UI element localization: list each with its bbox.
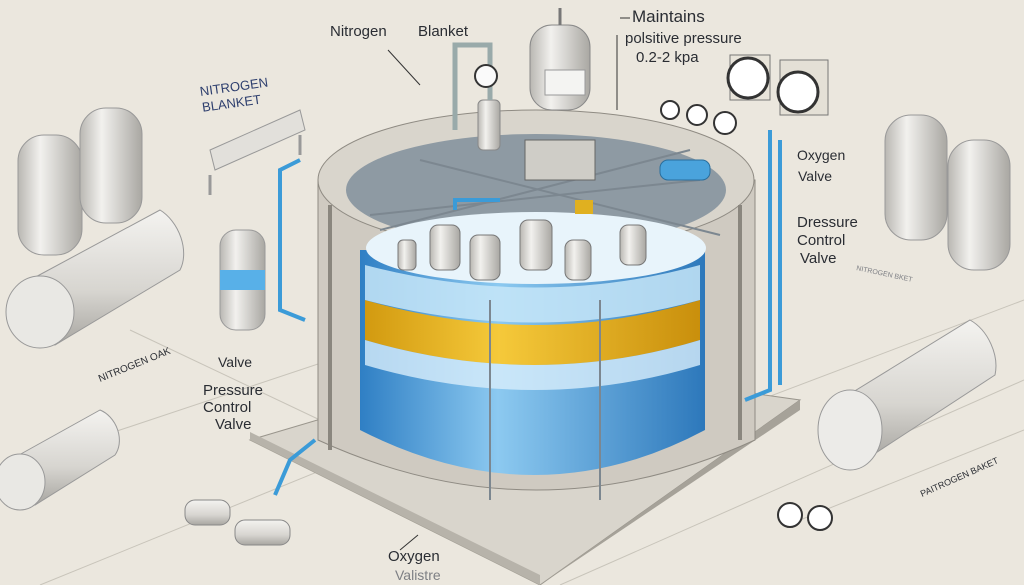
label-left-pcv-1: Pressure	[203, 382, 263, 399]
nitrogen-blanket-coil	[208, 109, 306, 195]
label-nitrogen-oak: NITROGEN OAK	[97, 346, 173, 385]
yellow-band	[365, 300, 700, 365]
label-right-pcv-1: Dressure	[797, 214, 858, 231]
label-top-blanket: Blanket	[418, 23, 469, 40]
right-horizontal-tank	[777, 319, 997, 531]
top-gas-cylinder	[452, 8, 591, 151]
label-right-bottom: PAITROGEN BAKET	[919, 455, 1001, 499]
label-right-pcv-2: Control	[797, 232, 845, 249]
label-pressure-range: 0.2-2 kpa	[636, 49, 699, 66]
pressure-gauge-icon	[474, 64, 498, 88]
left-horizontal-tank	[5, 209, 185, 349]
label-right-valve: Valve	[798, 168, 832, 184]
floor-lines	[0, 299, 1024, 585]
label-right-oxygen: Oxygen	[797, 147, 845, 163]
label-top-nitrogen: Nitrogen	[330, 23, 387, 40]
right-vertical-tanks	[884, 114, 1011, 271]
label-maintains: Maintains	[632, 7, 705, 26]
label-right-faint: NITROGEN BKET	[856, 265, 914, 284]
pressure-gauges	[660, 54, 829, 135]
label-positive-pressure: polsitive pressure	[625, 30, 742, 47]
label-left-valve: Valve	[218, 354, 252, 370]
label-right-pcv-3: Valve	[800, 250, 836, 267]
blue-pipes	[273, 130, 782, 496]
left-bottom-tank	[0, 409, 291, 546]
label-bottom-oxygen: Oxygen	[388, 548, 440, 565]
label-bottom-valistre: Valistre	[395, 567, 441, 583]
internal-vessels	[397, 139, 711, 281]
small-gas-cylinder	[219, 229, 266, 331]
left-vertical-tanks	[17, 107, 143, 256]
leader-lines	[387, 17, 630, 551]
label-left-pcv-3: Valve	[215, 416, 251, 433]
label-left-pcv-2: Control	[203, 399, 251, 416]
